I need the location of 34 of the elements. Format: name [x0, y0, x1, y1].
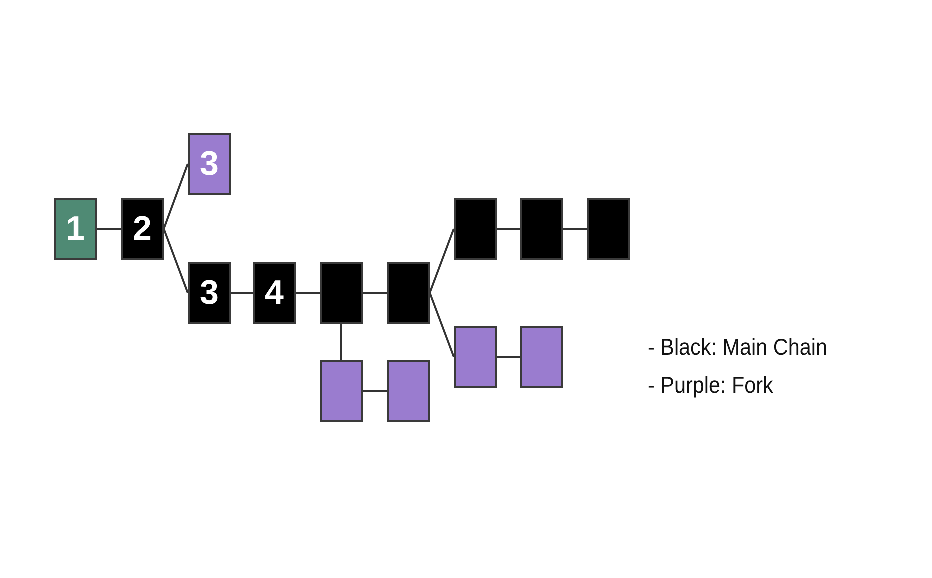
connector-line [163, 228, 189, 294]
connector-line [363, 292, 387, 294]
connector-line [497, 228, 520, 230]
legend-note: - Purple: Fork [648, 372, 774, 399]
connector-line [340, 324, 342, 360]
connector-line [231, 292, 253, 294]
connector-line [163, 164, 189, 230]
block-number: 1 [66, 212, 85, 246]
connector-line [363, 390, 387, 392]
connector-line [429, 228, 455, 294]
block-box [320, 262, 363, 324]
block-box [520, 198, 563, 260]
block-box [454, 198, 497, 260]
block-number: 2 [133, 212, 152, 246]
block-box [587, 198, 630, 260]
connector-line [296, 292, 320, 294]
connector-line [429, 292, 455, 358]
legend-note: - Black: Main Chain [648, 334, 828, 361]
block-number: 4 [265, 276, 284, 310]
block-box [121, 198, 164, 260]
connector-line [97, 228, 121, 230]
block-box [188, 133, 231, 195]
block-box [320, 360, 363, 422]
block-box [253, 262, 296, 324]
block-box [188, 262, 231, 324]
block-box [387, 262, 430, 324]
block-number: 3 [200, 276, 219, 310]
block-number: 3 [200, 147, 219, 181]
block-box [454, 326, 497, 388]
connector-line [497, 356, 520, 358]
block-box [387, 360, 430, 422]
block-box [520, 326, 563, 388]
connector-line [563, 228, 587, 230]
block-box [54, 198, 97, 260]
